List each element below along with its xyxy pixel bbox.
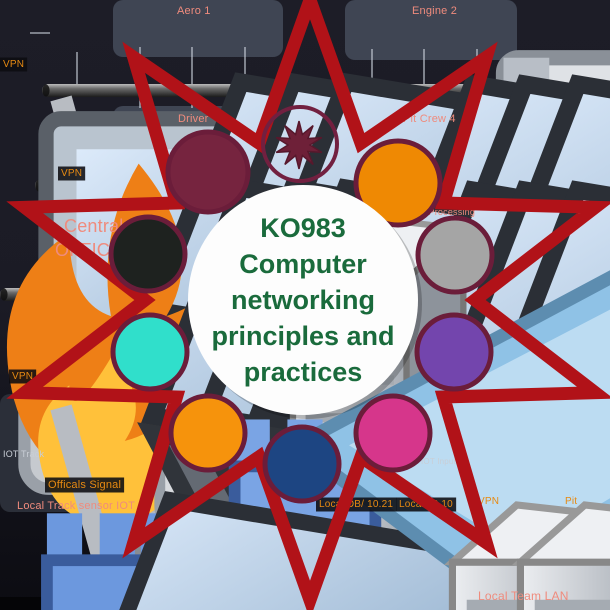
label-text: Local Track sensor IOT — [17, 500, 135, 512]
orange-top-circle — [353, 138, 443, 228]
maroon-circle — [165, 129, 251, 215]
bus-endcap — [0, 288, 8, 301]
starburst-node-circle — [261, 105, 339, 183]
label-text: VPN — [12, 371, 33, 382]
label-text: VPN — [3, 59, 24, 70]
label-text: Central — [64, 216, 123, 236]
label-text: Pit Crew 4 — [403, 113, 456, 125]
label-text: Driver — [178, 113, 209, 125]
label-text: Pit — [565, 496, 577, 507]
group-engine — [345, 0, 517, 60]
teal-circle — [110, 312, 190, 392]
labels-layer: Aero 1 Engine 2 Driver Pit Crew 4 VPN VPN VPN C… — [0, 5, 577, 603]
course-badge-circle — [188, 185, 418, 415]
label-highlight — [9, 369, 37, 384]
label-highlight — [58, 166, 86, 181]
label-text: Aero 1 — [177, 5, 211, 17]
label-text: Local DB/ 10.21 — [319, 499, 393, 510]
course-title-line: Computer — [239, 249, 367, 279]
purple-circle — [414, 312, 494, 392]
label-text: Officals Signal — [48, 479, 121, 491]
label-text: IOT Track — [3, 449, 44, 459]
label-text: VPN — [61, 168, 82, 179]
course-title-line: principles and — [211, 321, 394, 351]
label-highlight — [45, 477, 125, 493]
colored-circles-layer — [108, 105, 495, 504]
star-overlay-layer — [6, 0, 610, 610]
bus-endcap — [35, 179, 43, 192]
label-text: IOT Input — [421, 457, 457, 466]
starburst-icon — [275, 120, 323, 170]
bus-endcap — [42, 84, 50, 97]
label-text: VPN — [478, 496, 499, 507]
course-title-line: practices — [244, 357, 363, 387]
pink-circle — [353, 393, 433, 473]
label-text: Engine 2 — [412, 5, 457, 17]
black-circle — [108, 214, 188, 294]
orange-bottom-circle — [168, 393, 248, 473]
navy-circle — [262, 424, 342, 504]
label-highlight — [0, 57, 28, 72]
course-title-line: networking — [231, 285, 375, 315]
course-title-line: KO983 — [260, 213, 346, 243]
group-aero — [113, 0, 283, 57]
red-star-outline — [6, 0, 610, 610]
gray-circle — [415, 215, 495, 295]
label-text: Local Team LAN — [478, 589, 569, 603]
